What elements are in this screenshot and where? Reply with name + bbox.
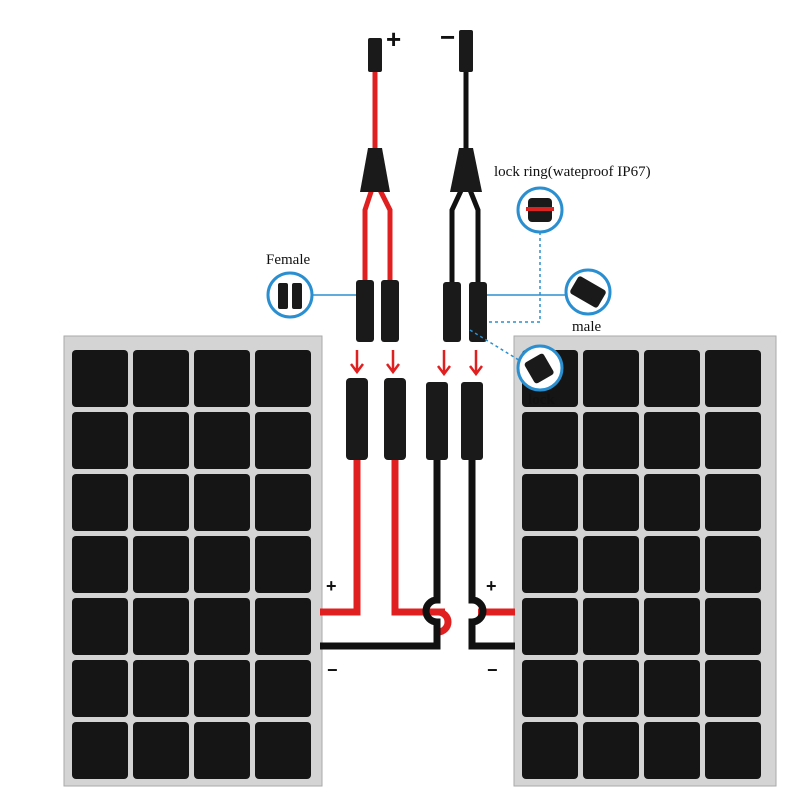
callout-line-lock <box>469 329 523 363</box>
solar-cell <box>72 350 128 407</box>
solar-cell <box>644 660 700 717</box>
solar-cell <box>644 412 700 469</box>
solar-cell <box>194 722 250 779</box>
arrow-down-icon <box>386 350 400 375</box>
solar-cell <box>194 412 250 469</box>
right-positive-sign: + <box>486 576 497 596</box>
solar-cell <box>583 660 639 717</box>
lock-ring-label: lock ring(wateproof IP67) <box>494 164 651 180</box>
solar-cell <box>133 722 189 779</box>
solar-cell <box>705 412 761 469</box>
male-label: male <box>572 319 602 335</box>
solar-cell <box>522 722 578 779</box>
solar-cell <box>583 412 639 469</box>
solar-panel-left <box>63 335 323 787</box>
male-input-connector <box>443 282 461 342</box>
female-detail-magnifier <box>266 271 314 319</box>
solar-cell <box>72 412 128 469</box>
solar-cell <box>522 598 578 655</box>
solar-cell <box>255 350 311 407</box>
solar-cell <box>644 350 700 407</box>
solar-cell <box>522 536 578 593</box>
callout-line-lock-ring <box>487 232 541 323</box>
positive-output-connector <box>368 38 382 72</box>
solar-cell <box>255 536 311 593</box>
magnifier-contents <box>278 198 606 384</box>
arrow-down-icon <box>469 350 483 377</box>
solar-cell <box>72 474 128 531</box>
solar-cell <box>705 474 761 531</box>
solar-cell <box>194 598 250 655</box>
solar-cell <box>583 474 639 531</box>
solar-panel-right <box>513 335 777 787</box>
solar-cell <box>133 660 189 717</box>
solar-cell <box>72 660 128 717</box>
panel-connectors <box>346 378 483 460</box>
solar-cell <box>255 722 311 779</box>
positive-wire-left <box>320 460 361 616</box>
solar-cell <box>133 598 189 655</box>
female-label: Female <box>266 252 311 268</box>
female-connector <box>346 378 368 460</box>
left-negative-sign: − <box>327 660 338 680</box>
y-connector-parts <box>356 30 487 342</box>
solar-cell <box>583 722 639 779</box>
solar-cell <box>522 412 578 469</box>
solar-cell <box>255 474 311 531</box>
arrow-down-icon <box>350 350 364 375</box>
solar-cell <box>194 474 250 531</box>
solar-cell <box>705 722 761 779</box>
left-positive-sign: + <box>326 576 337 596</box>
right-negative-sign: − <box>487 660 498 680</box>
solar-cell <box>522 660 578 717</box>
solar-cell <box>72 722 128 779</box>
solar-cell <box>194 536 250 593</box>
top-positive-sign: + <box>386 24 402 54</box>
solar-cell <box>133 350 189 407</box>
solar-cell <box>255 660 311 717</box>
negative-y-splitter <box>450 148 482 192</box>
negative-wire-right <box>468 460 515 650</box>
solar-cell <box>522 474 578 531</box>
arrow-down-icon <box>437 350 451 377</box>
lock-label: lock <box>528 392 555 408</box>
solar-cell <box>644 536 700 593</box>
solar-cell <box>644 722 700 779</box>
female-connector <box>384 378 406 460</box>
solar-cell <box>644 474 700 531</box>
female-input-connector <box>381 280 399 342</box>
solar-cell <box>705 350 761 407</box>
male-connector <box>426 382 448 460</box>
solar-cell <box>705 598 761 655</box>
positive-y-splitter <box>360 148 390 192</box>
solar-cell <box>583 536 639 593</box>
insert-arrows <box>350 350 483 377</box>
panel-wiring <box>320 460 515 650</box>
solar-cell <box>133 412 189 469</box>
top-negative-sign: − <box>440 22 456 52</box>
male-input-connector <box>469 282 487 342</box>
solar-cell <box>72 598 128 655</box>
male-connector <box>461 382 483 460</box>
solar-cell <box>705 660 761 717</box>
solar-cell <box>133 474 189 531</box>
solar-cell <box>583 350 639 407</box>
solar-cell <box>255 412 311 469</box>
solar-cell <box>72 536 128 593</box>
female-input-connector <box>356 280 374 342</box>
solar-cell <box>705 536 761 593</box>
solar-cell <box>255 598 311 655</box>
solar-cell <box>133 536 189 593</box>
solar-cell <box>194 660 250 717</box>
solar-cell <box>194 350 250 407</box>
solar-cell <box>644 598 700 655</box>
negative-output-connector <box>459 30 473 72</box>
positive-wire-right <box>391 460 515 636</box>
negative-wire-left <box>320 460 441 650</box>
solar-cell <box>583 598 639 655</box>
